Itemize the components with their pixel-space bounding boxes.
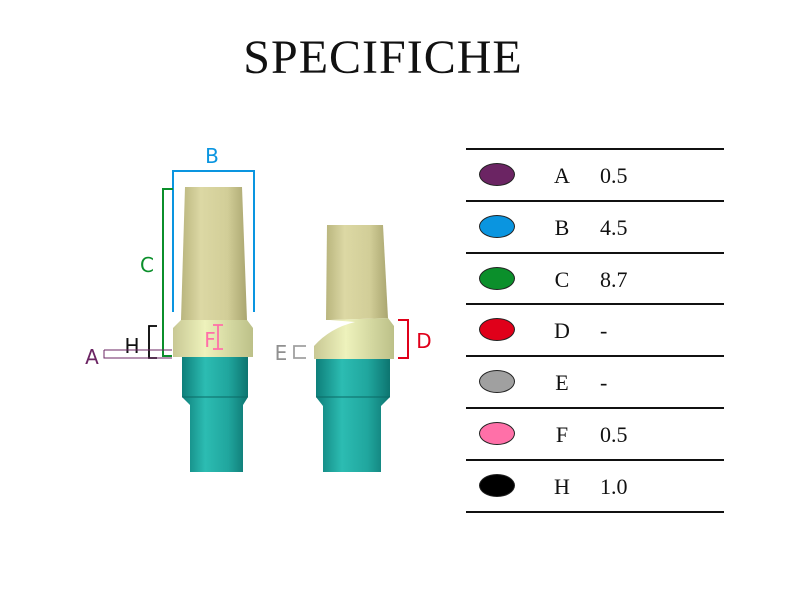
spec-value: 0.5 <box>600 163 628 188</box>
page-title: SPECIFICHE <box>243 31 523 84</box>
dimension-h-bracket <box>148 325 157 359</box>
dimension-b-bracket <box>172 170 255 312</box>
spec-label: F <box>555 421 569 447</box>
spec-value: 1.0 <box>600 473 628 499</box>
right-abutment-base <box>316 359 390 472</box>
right-abutment <box>314 225 394 472</box>
color-swatch-e <box>479 370 515 394</box>
spec-value: - <box>600 370 608 396</box>
spec-label: D <box>554 318 570 344</box>
spec-label: E <box>555 370 569 396</box>
dimension-h-label: H <box>124 334 139 358</box>
dimension-e-label: E <box>275 341 288 365</box>
spec-label: C <box>554 266 570 292</box>
spec-value: 4.5 <box>600 214 628 240</box>
dimension-c-label: C <box>140 253 154 277</box>
dimension-a-bracket <box>103 349 172 359</box>
color-swatch-b <box>479 214 515 238</box>
dimension-c-bracket <box>162 188 173 357</box>
spec-label: A <box>554 163 570 188</box>
spec-row-e: E- <box>466 355 724 407</box>
color-swatch-c <box>479 266 515 290</box>
left-abutment-post <box>181 187 247 320</box>
right-abutment-collar <box>314 318 394 359</box>
dimension-b-label: B <box>205 144 219 168</box>
spec-row-f: F 0.5 <box>466 406 724 459</box>
dimension-d-bracket <box>398 319 409 359</box>
color-swatch-d <box>479 318 515 342</box>
color-swatch-h <box>479 473 515 497</box>
color-swatch-f <box>479 421 515 445</box>
color-swatch-a <box>479 163 515 186</box>
dimension-e-bracket <box>293 345 306 359</box>
spec-label: B <box>554 214 570 240</box>
spec-value: 0.5 <box>600 421 628 447</box>
dimension-f-bracket <box>213 324 223 350</box>
left-abutment-collar <box>173 320 253 357</box>
spec-row-h: H 1.0 <box>466 458 724 513</box>
spec-row-b: B 4.5 <box>466 199 724 252</box>
spec-row-d: D- <box>466 303 724 355</box>
spec-label: H <box>554 473 570 499</box>
left-abutment <box>173 187 253 472</box>
spec-row-c: C 8.7 <box>466 251 724 304</box>
dimension-f-label: F <box>204 328 216 352</box>
left-abutment-base <box>182 357 248 472</box>
right-abutment-post <box>326 225 388 320</box>
dimension-a-label: A <box>85 345 99 369</box>
spec-value: - <box>600 318 608 344</box>
dimension-d-label: D <box>416 329 431 353</box>
spec-row-a: A 0.5 <box>466 148 724 200</box>
spec-value: 8.7 <box>600 266 628 292</box>
